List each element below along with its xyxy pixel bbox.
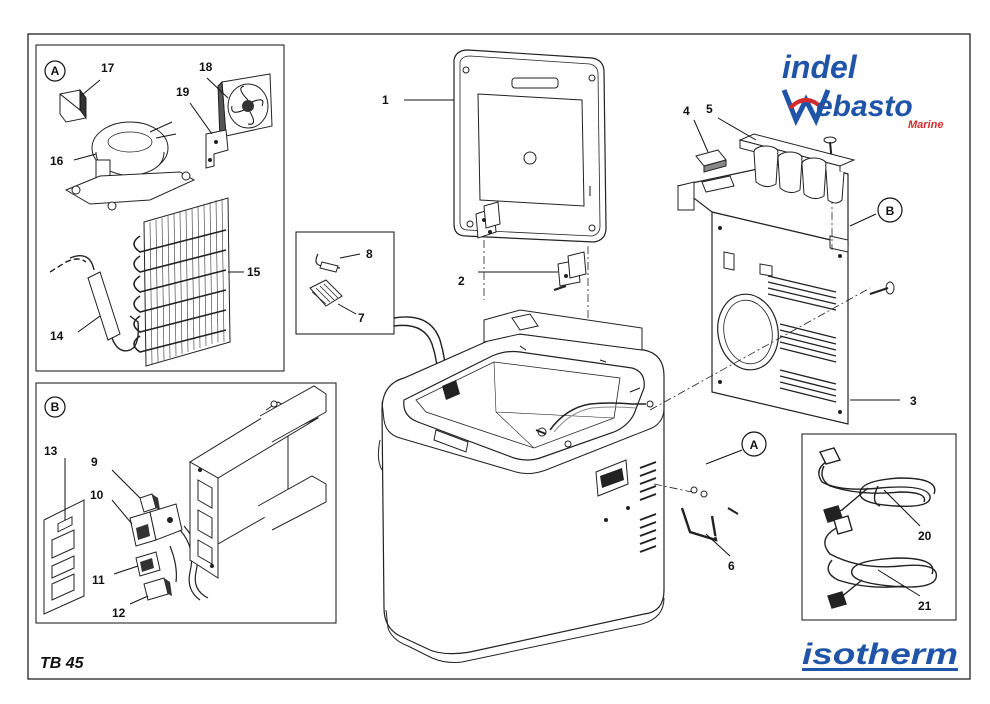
inset-b-panel: B 13 9 10 (35, 382, 337, 624)
part-12-label: 12 (112, 606, 126, 620)
part-3-label: 3 (910, 394, 917, 408)
connector-part (143, 577, 172, 601)
indel-webasto-logo: indel ebasto Marine (781, 49, 943, 131)
screw-side-part (869, 281, 895, 295)
outer-frame (27, 33, 971, 680)
lid-part (453, 49, 607, 243)
part-7-label: 7 (358, 311, 365, 325)
hinge-upper-part (475, 201, 501, 239)
cooler-box-body-part (377, 309, 665, 663)
compressor-part (64, 121, 196, 211)
dc-cable-part (824, 515, 938, 609)
part-13-label: 13 (44, 444, 58, 458)
part-21-label: 21 (918, 599, 932, 613)
webasto-wordmark: ebasto (816, 90, 913, 123)
part-11-label: 11 (92, 573, 105, 587)
part-10-label: 10 (90, 488, 104, 502)
webasto-mark (781, 89, 831, 127)
part-16-label: 16 (50, 154, 64, 168)
front-plate-part (43, 499, 85, 615)
electronics-housing-part (189, 385, 327, 579)
inset-sensor-panel: 8 7 (295, 231, 447, 383)
part-8-label: 8 (366, 247, 373, 261)
fan-part (217, 73, 273, 141)
relay-box-part (59, 88, 87, 123)
part-4-label: 4 (683, 104, 690, 118)
part-20-label: 20 (918, 529, 932, 543)
isotherm-wordmark: isotherm (802, 638, 958, 671)
part-18-label: 18 (199, 60, 213, 74)
part-19-label: 19 (176, 85, 190, 99)
model-label: TB 45 (40, 655, 85, 672)
part-6-label: 6 (728, 559, 735, 573)
callout-b-marker: B (886, 204, 895, 218)
foot-bracket-part (680, 486, 739, 542)
part-1-label: 1 (382, 93, 389, 107)
inset-a-panel: A 17 16 (35, 44, 285, 372)
callout-a-marker: A (750, 438, 759, 452)
part-9-label: 9 (91, 455, 98, 469)
marine-wordmark: Marine (908, 119, 943, 131)
power-socket-part (129, 503, 183, 547)
latch-part (695, 149, 727, 173)
condenser-part (133, 197, 231, 367)
thermostat-sensor-part (315, 253, 341, 273)
cables-panel: 20 21 (801, 433, 957, 621)
part-17-label: 17 (101, 61, 115, 75)
vent-grille-part (309, 279, 343, 307)
rear-panel-part (676, 159, 849, 425)
fan-bracket-part (205, 129, 229, 169)
ac-cable-part (818, 447, 936, 523)
fuse-part (139, 493, 160, 513)
indel-wordmark: indel (782, 49, 858, 85)
part-5-label: 5 (706, 102, 713, 116)
cup-holder-part (738, 133, 856, 204)
hinge-lower-part (553, 251, 587, 291)
inset-b-label: B (51, 400, 60, 414)
switch-part (135, 551, 161, 577)
part-2-label: 2 (458, 274, 465, 288)
dryer-filter-part (49, 255, 140, 352)
part-14-label: 14 (50, 329, 64, 343)
part-15-label: 15 (247, 265, 261, 279)
isotherm-logo: isotherm (802, 638, 958, 671)
inset-a-label: A (51, 64, 60, 78)
